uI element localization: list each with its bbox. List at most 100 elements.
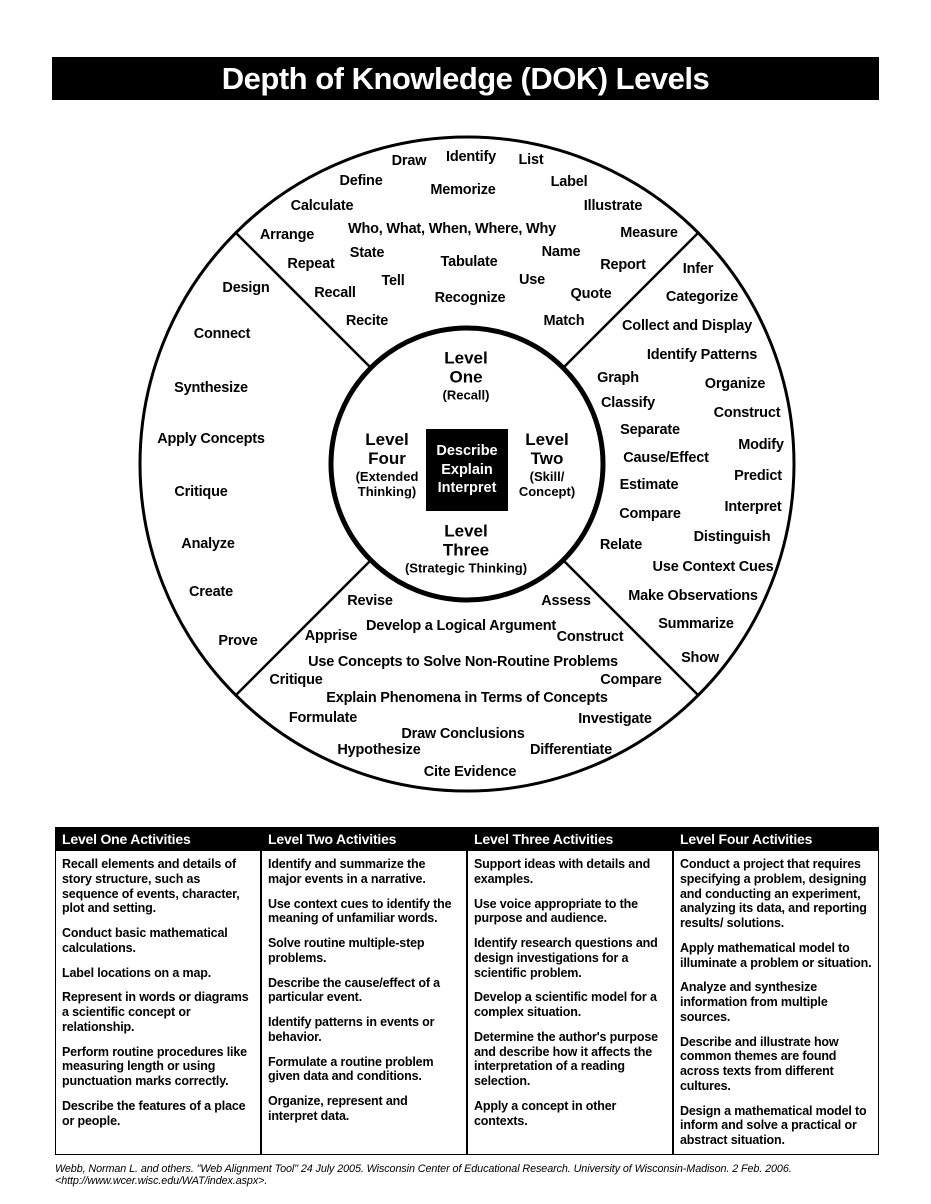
- activity-item: Conduct a project that requires specifyi…: [680, 857, 867, 930]
- quadrant-divider-se: [562, 559, 699, 696]
- wheel-word: Modify: [738, 437, 784, 453]
- title-bar: Depth of Knowledge (DOK) Levels: [52, 57, 879, 100]
- level-two-name: Level Two: [525, 430, 569, 469]
- wheel-word: Interpret: [724, 499, 782, 515]
- wheel-word: Show: [681, 650, 719, 666]
- outer-circle: [138, 135, 796, 793]
- activity-item: Determine the author's purpose and descr…: [474, 1029, 658, 1088]
- wheel-word: Draw: [391, 153, 427, 169]
- wheel-word: List: [518, 152, 544, 168]
- wheel-word: Distinguish: [693, 529, 771, 545]
- wheel-word: Illustrate: [583, 198, 643, 214]
- wheel-word: Collect and Display: [622, 318, 752, 334]
- wheel-word: Identify Patterns: [646, 347, 758, 363]
- activity-item: Represent in words or diagrams a scienti…: [62, 990, 249, 1034]
- level-three-sub: (Strategic Thinking): [404, 560, 528, 576]
- level-one-sub: (Recall): [442, 387, 490, 403]
- activity-item: Develop a scientific model for a complex…: [474, 990, 657, 1019]
- wheel-word: Label: [550, 174, 588, 190]
- wheel-word: Synthesize: [174, 380, 248, 396]
- wheel-word: Explain Phenomena in Terms of Concepts: [326, 690, 608, 706]
- wheel-word: Classify: [600, 395, 656, 411]
- wheel-word: Summarize: [658, 616, 734, 632]
- activities-column-body: Recall elements and details of story str…: [56, 851, 260, 1128]
- wheel-word: Tell: [381, 273, 405, 289]
- wheel-word: Relate: [599, 537, 643, 553]
- activities-column-header: Level Four Activities: [674, 828, 878, 851]
- activity-item: Apply mathematical model to illuminate a…: [680, 940, 872, 970]
- activity-item: Conduct basic mathematical calculations.: [62, 926, 228, 955]
- level-one-label: Level One (Recall): [443, 349, 490, 404]
- activity-item: Support ideas with details and examples.: [474, 857, 651, 886]
- activity-item: Perform routine procedures like measurin…: [62, 1044, 247, 1089]
- wheel-word: Use Concepts to Solve Non-Routine Proble…: [308, 654, 618, 670]
- wheel-word: Construct: [556, 629, 624, 645]
- wheel-word: Compare: [600, 672, 662, 688]
- wheel-word: Prove: [218, 633, 258, 649]
- wheel-word: Predict: [734, 468, 782, 484]
- quadrant-divider-ne: [562, 232, 699, 369]
- activity-item: Organize, represent and interpret data.: [268, 1094, 408, 1123]
- activity-item: Label locations on a map.: [62, 965, 212, 980]
- wheel-word: Construct: [713, 405, 781, 421]
- wheel-word: Repeat: [287, 256, 335, 272]
- wheel-word: Recall: [314, 285, 356, 301]
- wheel-word: Hypothesize: [337, 742, 421, 758]
- wheel-word: Memorize: [430, 182, 496, 198]
- wheel-word: Report: [600, 257, 646, 273]
- wheel-word: Develop a Logical Argument: [365, 618, 557, 634]
- wheel-word: Create: [189, 584, 233, 600]
- activity-item: Describe the cause/effect of a particula…: [268, 975, 440, 1005]
- activity-item: Use context cues to identify the meaning…: [268, 896, 452, 926]
- level-four-sub: (Extended Thinking): [355, 469, 419, 500]
- wheel-word: Define: [339, 173, 383, 189]
- activity-item: Identify research questions and design i…: [474, 936, 658, 980]
- inner-circle: [328, 325, 606, 603]
- wheel-word: Arrange: [259, 227, 315, 243]
- level-four-label: Level Four (Extended Thinking): [356, 430, 419, 500]
- activities-column-header: Level Three Activities: [468, 828, 672, 851]
- wheel-word: Estimate: [619, 477, 679, 493]
- wheel-word: Recognize: [434, 290, 506, 306]
- activity-item: Recall elements and details of story str…: [62, 857, 240, 916]
- page-title: Depth of Knowledge (DOK) Levels: [221, 60, 710, 96]
- wheel-word: Draw Conclusions: [401, 726, 525, 742]
- wheel-word: Make Observations: [628, 588, 758, 604]
- wheel-word: Calculate: [290, 198, 354, 214]
- wheel-word: Organize: [704, 376, 766, 392]
- level-three-name: Level Three: [442, 521, 490, 560]
- activity-item: Design a mathematical model to inform an…: [680, 1103, 867, 1148]
- wheel-word: Apprise: [304, 628, 358, 644]
- activities-column-body: Support ideas with details and examples.…: [468, 851, 672, 1128]
- wheel-word: Differentiate: [530, 742, 612, 758]
- wheel-word: Assess: [541, 593, 591, 609]
- activity-item: Solve routine multiple-step problems.: [268, 936, 425, 965]
- dok-wheel-diagram: [138, 135, 796, 793]
- level-four-name: Level Four: [365, 430, 409, 469]
- wheel-word: Connect: [193, 326, 251, 342]
- wheel-word: Critique: [269, 672, 323, 688]
- wheel-word: Use: [519, 272, 545, 288]
- wheel-word: Use Context Cues: [652, 559, 774, 575]
- wheel-word: Identify: [446, 149, 496, 165]
- wheel-word: Cause/Effect: [623, 450, 709, 466]
- wheel-word: State: [349, 245, 385, 261]
- wheel-word: Infer: [682, 261, 714, 277]
- level-one-name: Level One: [444, 348, 488, 387]
- level-three-label: Level Three (Strategic Thinking): [405, 522, 527, 577]
- activity-item: Identify and summarize the major events …: [268, 857, 426, 886]
- wheel-word: Revise: [347, 593, 393, 609]
- activity-item: Apply a concept in other contexts.: [474, 1098, 617, 1128]
- quadrant-divider-nw: [235, 232, 372, 369]
- wheel-word: Analyze: [181, 536, 235, 552]
- level-two-label: Level Two (Skill/ Concept): [519, 430, 575, 500]
- activity-item: Use voice appropriate to the purpose and…: [474, 896, 638, 926]
- wheel-word: Design: [222, 280, 270, 296]
- activities-column-body: Conduct a project that requires specifyi…: [674, 851, 878, 1148]
- wheel-word: Investigate: [578, 711, 652, 727]
- quadrant-divider-sw: [235, 559, 372, 696]
- wheel-word: Separate: [620, 422, 680, 438]
